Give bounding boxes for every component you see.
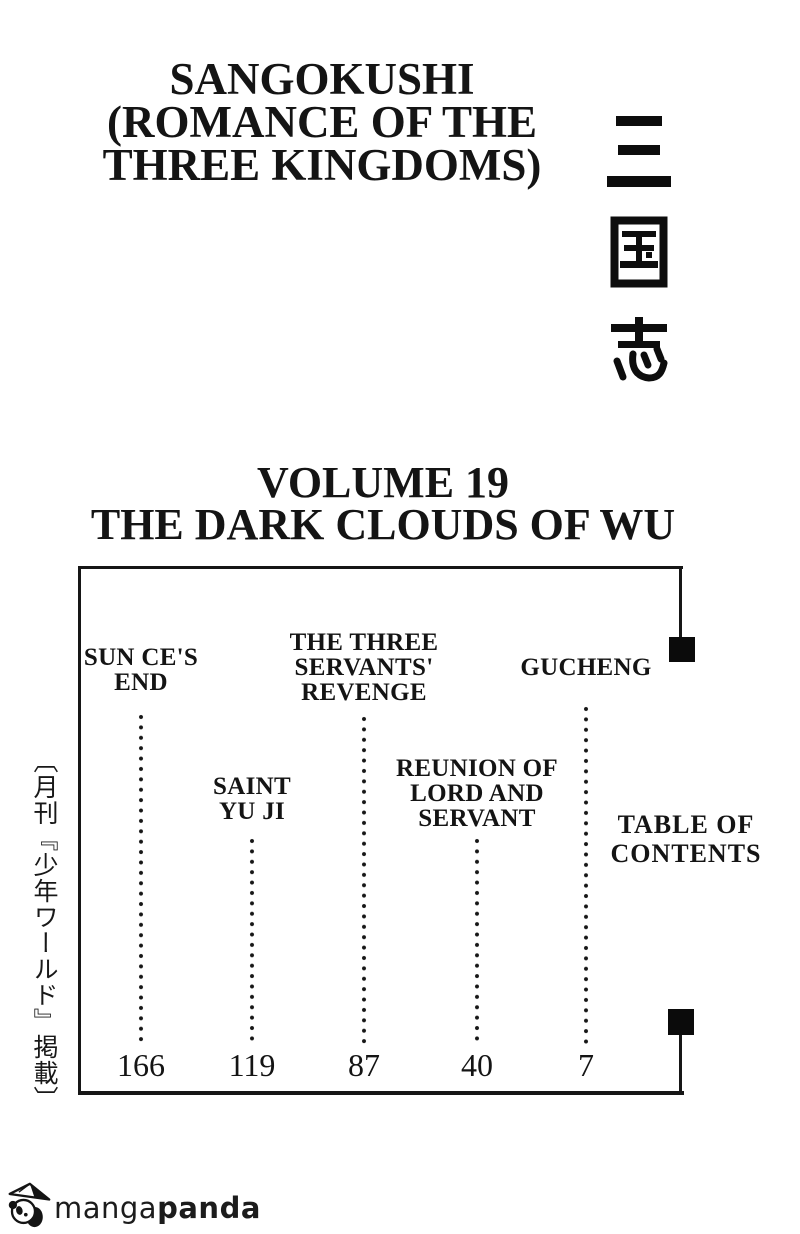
chapter-title-line: SUN CE'S xyxy=(83,644,199,671)
chapter-title-line: GUCHENG xyxy=(520,654,652,681)
toc-box-bottom-line xyxy=(78,1091,684,1095)
chapter-page-number: 119 xyxy=(228,1047,276,1083)
chapter-page-number: 7 xyxy=(578,1047,594,1083)
mangapanda-watermark: mangapanda xyxy=(6,1180,261,1230)
toc-box-right-bottom-line xyxy=(679,1032,682,1093)
volume-title: VOLUME 19 THE DARK CLOUDS OF WU xyxy=(33,458,733,549)
chapter-title-line: SERVANT xyxy=(418,805,536,832)
dotted-leader xyxy=(361,716,367,1046)
mangapanda-panda-icon xyxy=(8,1182,51,1228)
chapter-title-line: END xyxy=(114,669,168,696)
table-of-contents-label: TABLE OF CONTENTS xyxy=(599,810,773,868)
chapter-title-line: SAINT xyxy=(213,773,291,800)
dotted-leader xyxy=(138,714,144,1046)
series-title-line: (ROMANCE OF THE xyxy=(106,97,537,147)
toc-box-top-line xyxy=(78,566,683,569)
chapter-page-number: 40 xyxy=(461,1047,493,1083)
mangapanda-logo-text: mangapanda xyxy=(54,1191,261,1225)
chapter-title-line: SERVANTS' xyxy=(294,654,434,681)
dotted-leader xyxy=(249,838,255,1046)
series-title: SANGOKUSHI (ROMANCE OF THE THREE KINGDOM… xyxy=(92,54,552,190)
chapter-title-line: YU JI xyxy=(218,798,286,825)
corner-square-top xyxy=(669,637,695,662)
logo-text-bold: panda xyxy=(157,1191,261,1225)
chapter-title-line: LORD AND xyxy=(410,780,544,807)
volume-title-line: THE DARK CLOUDS OF WU xyxy=(90,500,676,549)
chapter-title-line: THE THREE xyxy=(289,629,439,656)
toc-box-left-line xyxy=(78,566,81,1095)
volume-title-line: VOLUME 19 xyxy=(256,458,510,507)
toc-box-right-top-line xyxy=(679,566,682,640)
chapter-title-line: REVENGE xyxy=(301,679,427,706)
publication-note-vertical: 〔月刊『少年ワールド』掲載〕 xyxy=(30,748,59,1112)
series-title-line: THREE KINGDOMS) xyxy=(102,140,542,190)
chapter-title: GUCHENG xyxy=(476,655,696,680)
chapter-page-number: 87 xyxy=(348,1047,380,1083)
chapter-page-number: 166 xyxy=(117,1047,165,1083)
kanji-glyphs xyxy=(607,116,671,382)
toc-label-line: CONTENTS xyxy=(610,839,762,868)
toc-label-line: TABLE OF xyxy=(617,810,755,839)
dotted-leader xyxy=(474,838,480,1046)
dotted-leader xyxy=(583,706,589,1046)
kanji-title-sangokushi xyxy=(604,114,674,397)
chapter-title-line: REUNION OF xyxy=(395,755,559,782)
series-title-line: SANGOKUSHI xyxy=(169,54,475,104)
logo-text-regular: manga xyxy=(54,1191,158,1225)
corner-square-bottom xyxy=(668,1009,694,1035)
